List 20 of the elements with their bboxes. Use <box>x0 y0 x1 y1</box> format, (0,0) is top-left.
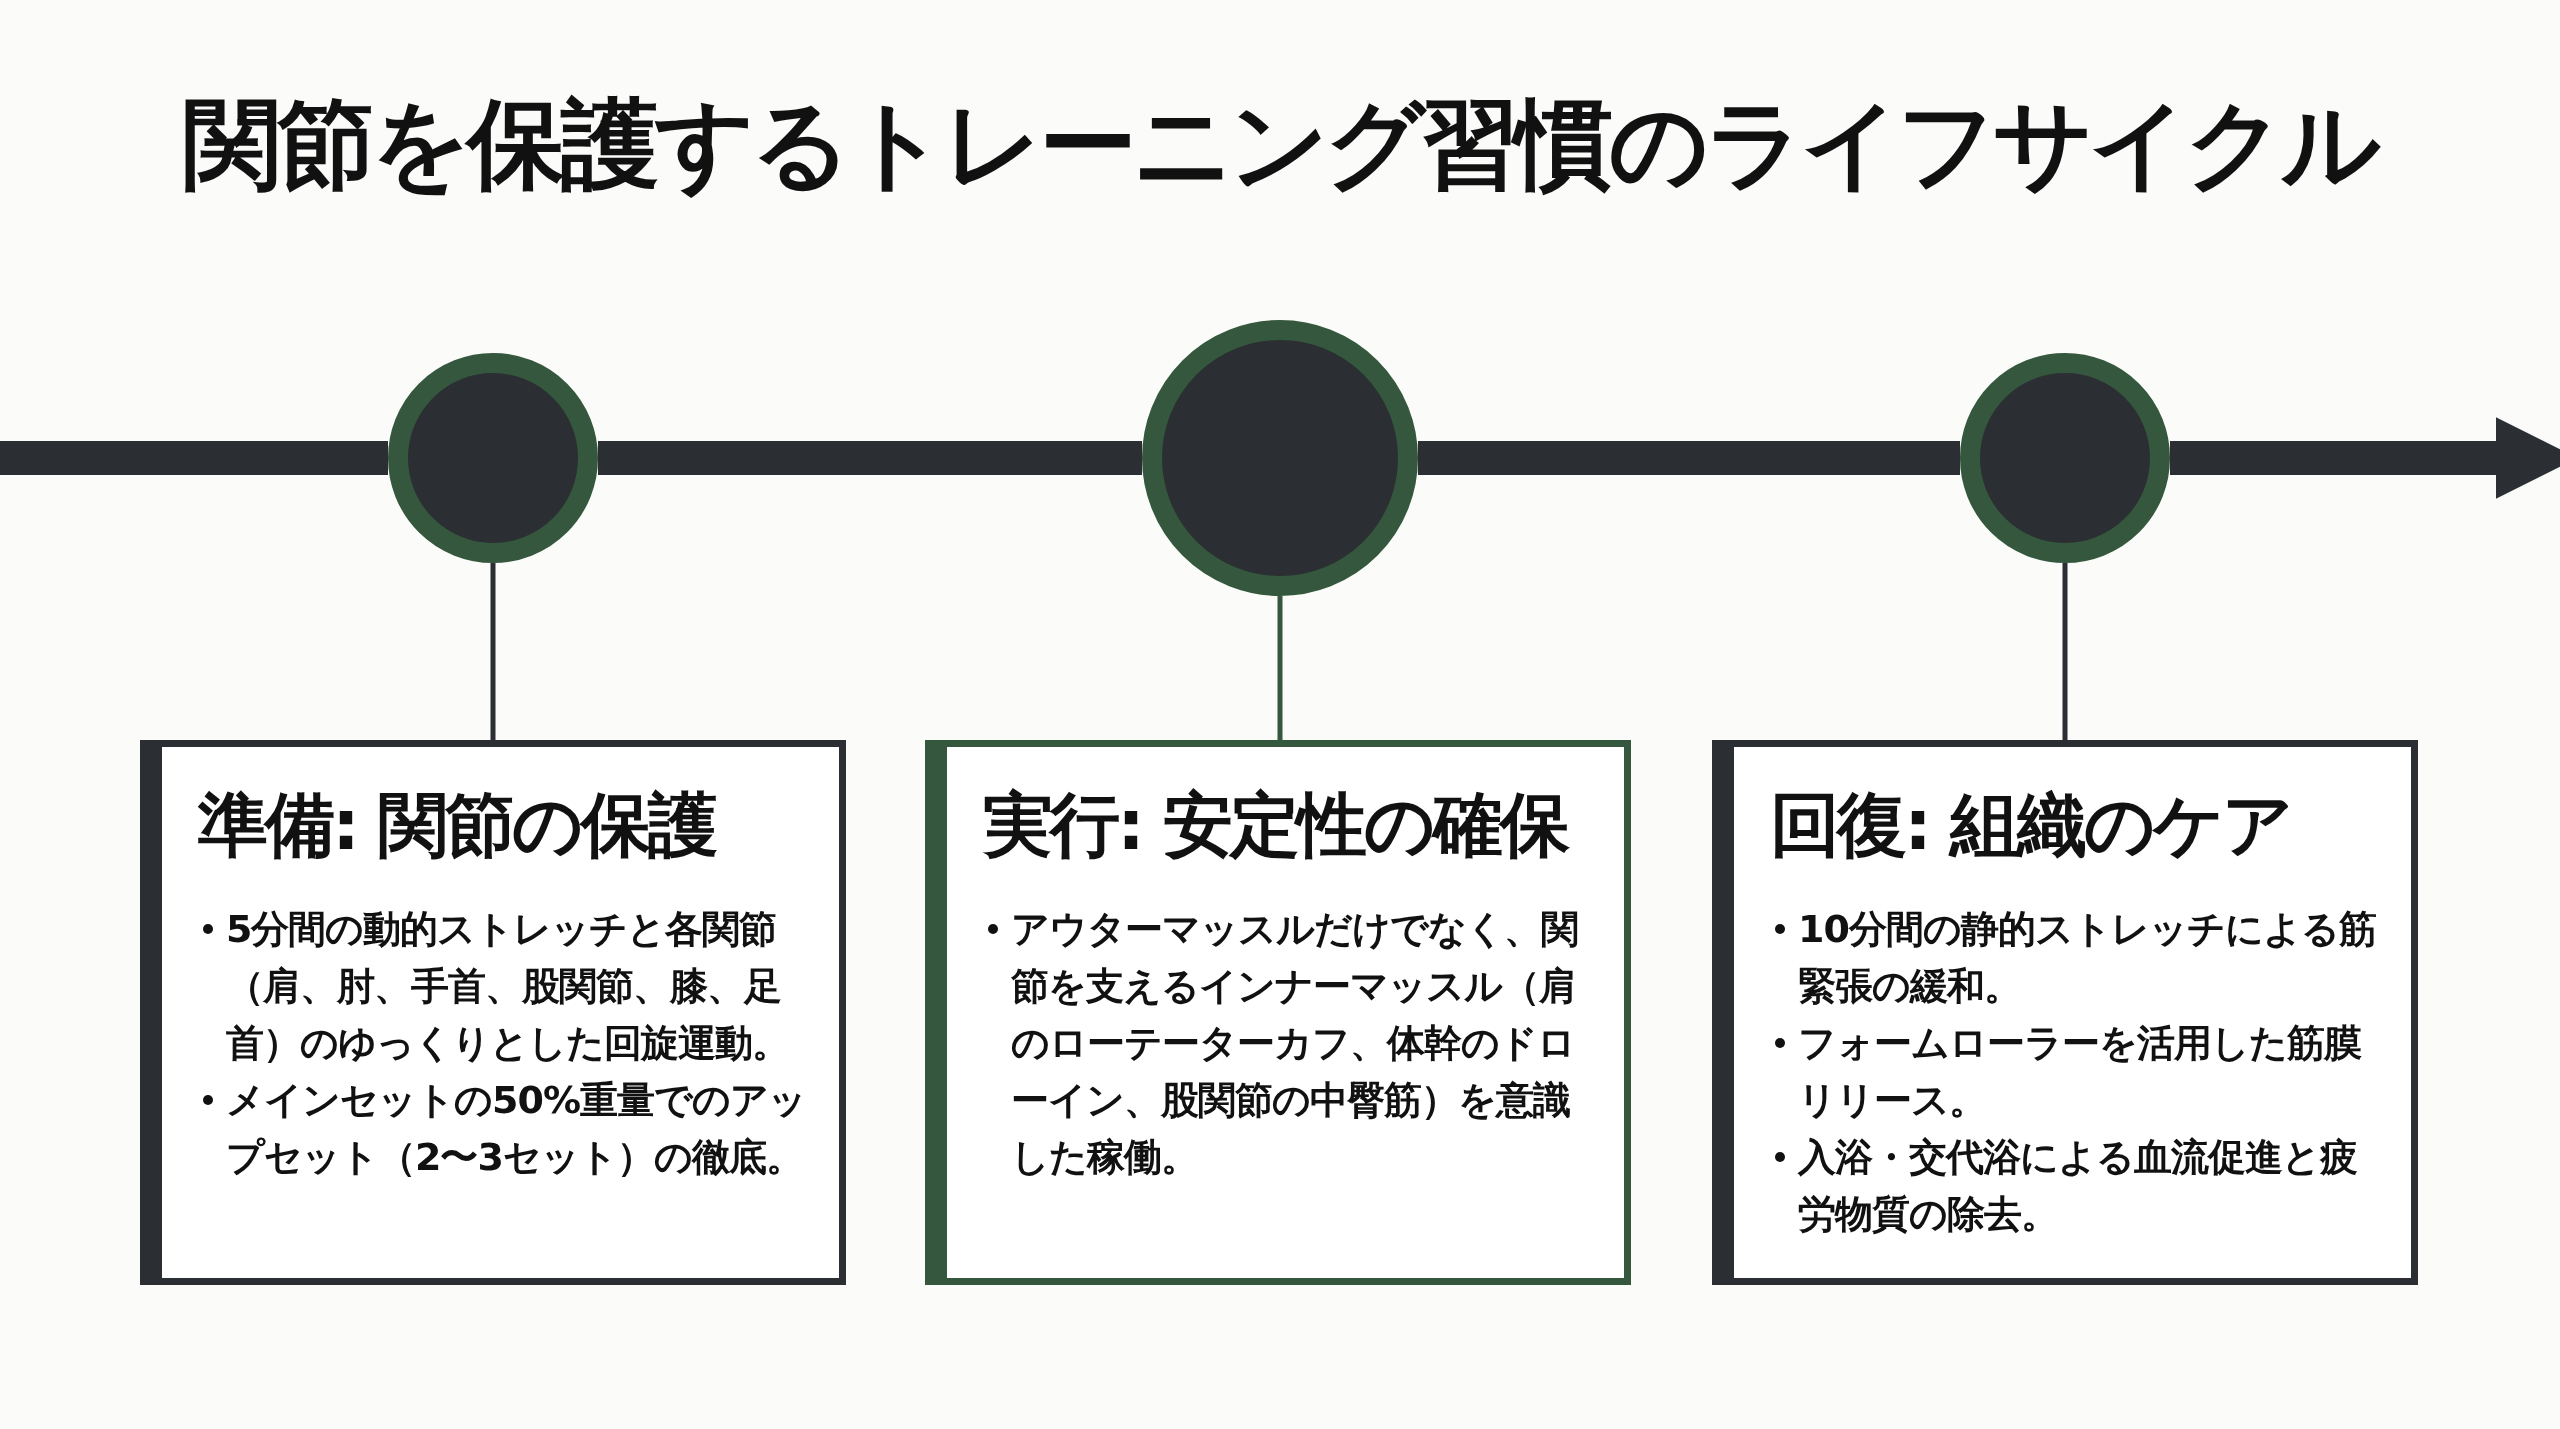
title: 関節を保護するトレーニング習慣のライフサイクル <box>182 86 2380 203</box>
timeline-bar <box>1418 441 1960 475</box>
step-card <box>925 740 1631 1285</box>
bullet-item: 10分間の静的ストレッチによる筋緊張の緩和。 <box>1798 906 2377 1010</box>
timeline-bar <box>598 441 1142 475</box>
connector-line <box>1277 596 1283 740</box>
bullet-item: 5分間の動的ストレッチと各関節（肩、肘、手首、股関節、膝、足首）のゆっくりとした回旋運動。 <box>226 906 790 1067</box>
connector-line <box>490 563 496 740</box>
step-card <box>140 740 846 1285</box>
card-heading: 準備: 関節の保護 <box>198 783 717 868</box>
bullet-item: 入浴・交代浴による血流促進と疲労物質の除去。 <box>1798 1134 2358 1238</box>
bullet-item: メインセットの50%重量でのアップセット（2〜3セット）の徹底。 <box>226 1077 807 1181</box>
timeline-arrow <box>2170 417 2560 499</box>
bullet-item: アウターマッスルだけでなく、関節を支えるインナーマッスル（肩のローテーターカフ、体幹のドローイン、股関節の中臀筋）を意識した稼働。 <box>1011 906 1579 1181</box>
card-heading: 実行: 安定性の確保 <box>983 783 1570 868</box>
timeline-bar <box>0 441 388 475</box>
connector-line <box>2062 563 2068 740</box>
step-card <box>1712 740 2418 1285</box>
bullet-item: フォームローラーを活用した筋膜リリース。 <box>1798 1020 2363 1124</box>
card-heading: 回復: 組織のケア <box>1770 783 2293 868</box>
